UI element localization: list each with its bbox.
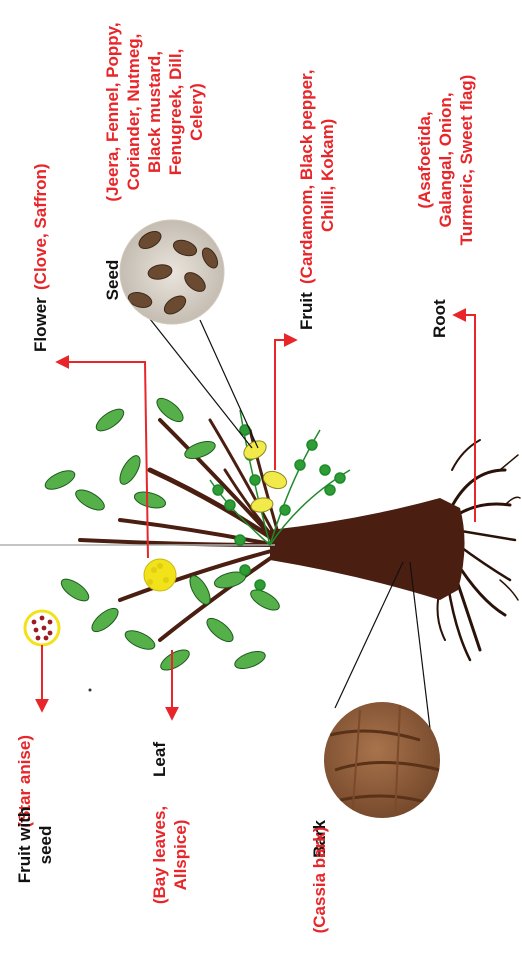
label-leaf-examples: (Bay leaves, Allspice) [150, 806, 190, 904]
bark-inset [320, 562, 445, 825]
label-flower: Flower (Clove, Saffron) [31, 163, 50, 352]
fruit-with-seed-name-line2: seed [36, 826, 55, 865]
label-seed: Seed [103, 260, 122, 301]
seed-name: Seed [103, 260, 122, 301]
flower-name: Flower [31, 297, 50, 352]
seed-examples-line2: Coriander, Nutmeg, [124, 34, 143, 191]
star-anise-fruit [25, 611, 59, 645]
root-examples-line2: Galangal, Onion, [436, 92, 455, 227]
fruit-with-seed-name-line1: Fruit with [15, 807, 34, 883]
label-fruit-with-seed-name: Fruit with seed [15, 807, 55, 883]
label-root: Root [430, 299, 449, 338]
plant-illustration [0, 394, 520, 691]
seed-examples-line4: Fenugreek, Dill, [166, 49, 185, 176]
fruit-name: Fruit [297, 292, 316, 330]
label-seed-examples: (Jeera, Fennel, Poppy, Coriander, Nutmeg… [103, 22, 206, 201]
seed-examples-line1: (Jeera, Fennel, Poppy, [103, 22, 122, 201]
fruit-examples-line1: (Cardamom, Black pepper, [297, 70, 316, 284]
root-examples-line3: Turmeric, Sweet flag) [457, 75, 476, 246]
root-name: Root [430, 299, 449, 338]
dot-mark [89, 689, 92, 692]
flower-examples: (Clove, Saffron) [31, 163, 50, 290]
label-fruit-examples: (Cardamom, Black pepper, Chilli, Kokam) [297, 70, 337, 284]
leaves [43, 394, 283, 674]
trunk [270, 498, 465, 600]
seed-examples-line3: Black mustard, [145, 51, 164, 173]
root-arrow [455, 315, 475, 522]
bark-examples: (Cassia bark) [310, 827, 329, 934]
flower [144, 559, 176, 591]
leaf-examples-line1: (Bay leaves, [150, 806, 169, 904]
leaf-name: Leaf [150, 742, 169, 777]
label-bark-examples: (Cassia bark) [310, 827, 329, 934]
label-fruit: Fruit [297, 292, 316, 330]
fruit-examples-line2: Chilli, Kokam) [318, 119, 337, 232]
seed-examples-line5: Celery) [187, 83, 206, 141]
root-examples-line1: (Asafoetida, [415, 111, 434, 208]
label-leaf: Leaf [150, 742, 169, 777]
seed-inset [115, 215, 258, 448]
fruit-arrow [275, 340, 295, 470]
leaf-examples-line2: Allspice) [171, 820, 190, 891]
label-root-examples: (Asafoetida, Galangal, Onion, Turmeric, … [415, 75, 476, 246]
